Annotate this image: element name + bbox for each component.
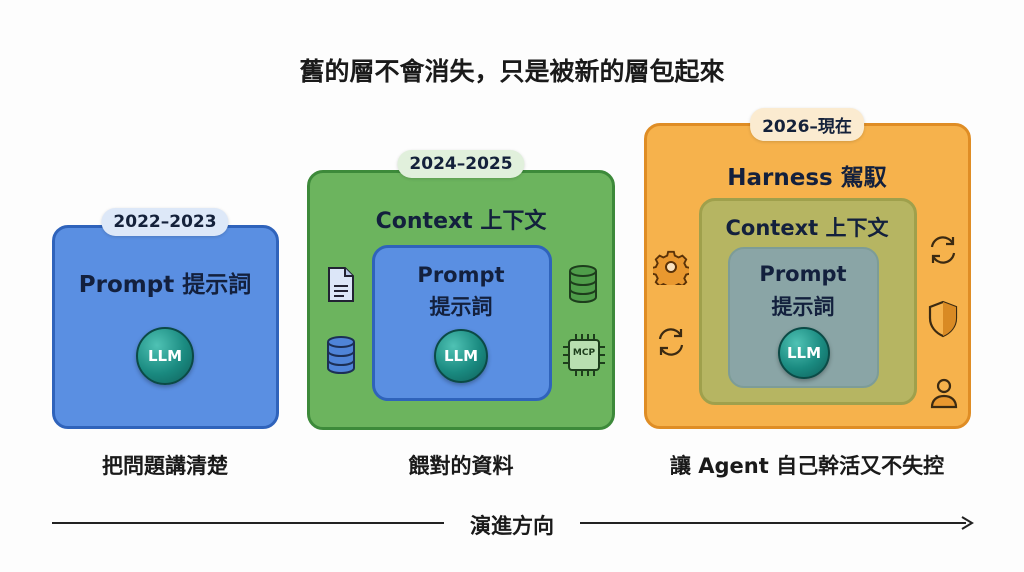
stage2-period-badge: 2024–2025 [397, 150, 525, 178]
stage1-llm-badge: LLM [136, 327, 194, 385]
shield-icon [928, 300, 958, 338]
database-icon [327, 336, 355, 375]
stage2-prompt-zh: 提示詞 [429, 295, 493, 319]
diagram-title: 舊的層不會消失，只是被新的層包起來 [299, 57, 725, 86]
document-icon [328, 267, 354, 302]
evolution-line-right [580, 522, 966, 524]
mcp-label: MCP [572, 348, 596, 358]
stage2-caption: 餵對的資料 [408, 454, 514, 478]
evolution-line-left [52, 522, 444, 524]
refresh-icon [658, 328, 684, 356]
stage3-caption: 讓 Agent 自己幹活又不失控 [669, 454, 945, 478]
stage2-prompt-box [372, 245, 552, 401]
mcp-chip-icon: MCP [562, 333, 606, 377]
stage2-llm-badge: LLM [434, 329, 488, 383]
stage1-caption: 把問題講清楚 [102, 454, 228, 478]
database-green-icon [569, 265, 597, 304]
stage3-llm-badge: LLM [778, 327, 830, 379]
user-icon [930, 378, 958, 409]
gear-icon [653, 250, 689, 285]
stage2-prompt-en: Prompt [417, 263, 505, 287]
stage3-layer-label: Harness 駕馭 [727, 165, 887, 191]
stage3-prompt-zh: 提示詞 [771, 295, 835, 319]
arrow-head-icon [961, 516, 974, 530]
refresh-icon [930, 236, 956, 264]
stage2-layer-label: Context 上下文 [375, 209, 547, 234]
stage1-period-badge: 2022–2023 [101, 208, 229, 236]
stage3-period-badge: 2026–現在 [750, 108, 864, 141]
stage3-prompt-en: Prompt [759, 262, 847, 286]
evolution-axis-label: 演進方向 [470, 514, 554, 538]
stage3-context-label: Context 上下文 [725, 216, 889, 240]
stage1-layer-label: Prompt 提示詞 [78, 272, 252, 298]
